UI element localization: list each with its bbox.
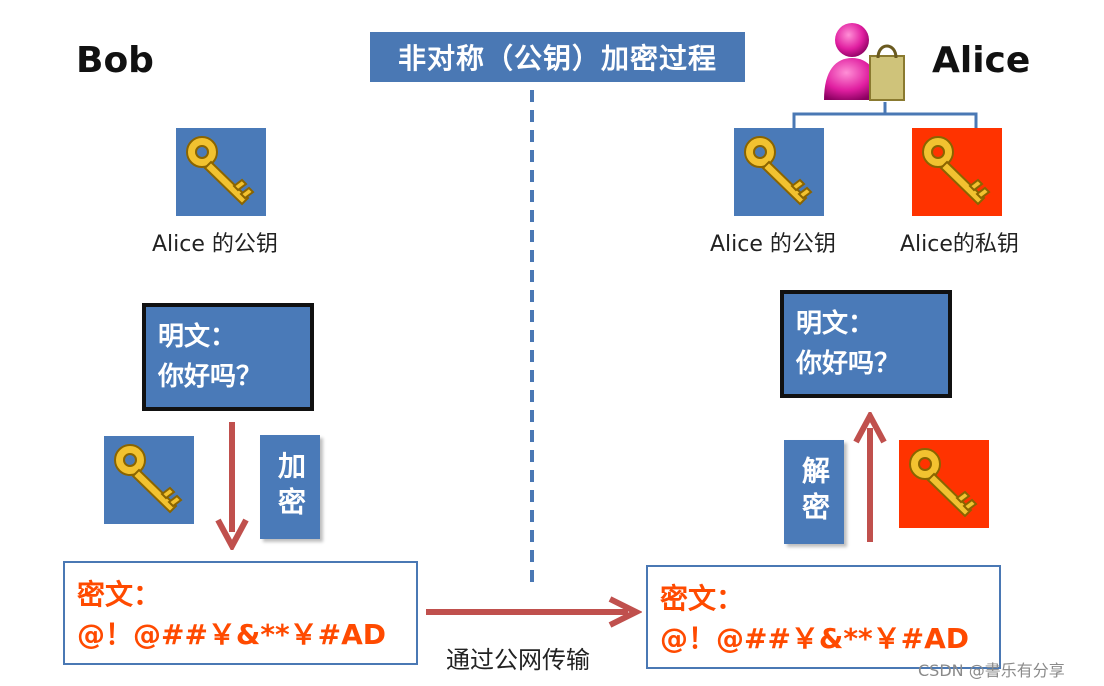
alice-ciphertext-label: 密文： <box>660 582 745 615</box>
divider-line <box>530 90 534 582</box>
alice-decrypt-key-icon <box>899 440 989 528</box>
alice-public-key-icon <box>734 128 824 216</box>
decrypt-label: 解密 <box>798 456 831 528</box>
watermark: CSDN @書乐有分享 <box>918 661 1065 680</box>
alice-private-key-icon <box>912 128 1002 216</box>
alice-private-key-caption: Alice的私钥 <box>900 232 1019 257</box>
bob-ciphertext-label: 密文： <box>77 578 162 611</box>
bob-ciphertext-value: @！@##￥&**￥#AD <box>77 618 386 651</box>
transmit-label: 通过公网传输 <box>446 646 590 674</box>
alice-name: Alice <box>932 40 1031 81</box>
alice-plaintext-value: 你好吗？ <box>796 349 901 379</box>
encrypt-label: 加密 <box>274 451 307 523</box>
decrypt-arrow <box>853 412 887 542</box>
bob-encrypt-key-icon <box>104 436 194 524</box>
alice-plaintext-box: 明文： 你好吗？ <box>780 290 952 398</box>
bob-public-key-caption: Alice 的公钥 <box>152 232 278 257</box>
key-bracket <box>792 102 978 128</box>
bob-plaintext-label: 明文： <box>158 322 237 352</box>
alice-ciphertext-box: 密文： @！@##￥&**￥#AD <box>646 565 1001 669</box>
transmit-arrow <box>426 596 642 628</box>
decrypt-label-box: 解密 <box>784 440 844 544</box>
alice-ciphertext-value: @！@##￥&**￥#AD <box>660 622 969 655</box>
bob-public-key-icon <box>176 128 266 216</box>
bob-plaintext-box: 明文： 你好吗？ <box>142 303 314 411</box>
encrypt-label-box: 加密 <box>260 435 320 539</box>
person-shopping-icon <box>824 23 905 101</box>
alice-public-key-caption: Alice 的公钥 <box>710 232 836 257</box>
bob-plaintext-value: 你好吗？ <box>158 362 263 392</box>
encrypt-arrow <box>215 422 249 550</box>
diagram-title: 非对称（公钥）加密过程 <box>370 32 745 82</box>
bob-ciphertext-box: 密文： @！@##￥&**￥#AD <box>63 561 418 665</box>
bob-name: Bob <box>76 40 154 81</box>
alice-plaintext-label: 明文： <box>796 309 875 339</box>
